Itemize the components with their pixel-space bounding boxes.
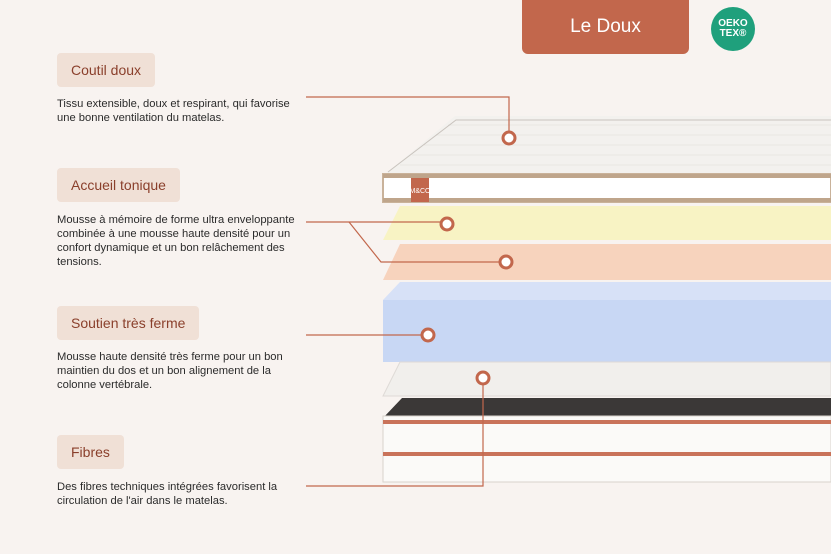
oeko-text: OEKO (718, 18, 748, 29)
support-foam-layer (383, 282, 831, 362)
layer-description-soutien: Mousse haute densité très ferme pour un … (57, 351, 283, 391)
layer-markers (420, 130, 517, 386)
top-cover-layer: M&CO (382, 116, 831, 203)
brand-tag-text: M&CO (410, 188, 432, 195)
mattress-base (382, 398, 831, 483)
fibres-layer (382, 361, 831, 397)
layer-title: Fibres (71, 444, 110, 460)
oeko-tex-badge: OEKO TEX® (711, 7, 755, 51)
layer-label-fibres: Fibres (57, 435, 124, 469)
tex-text: TEX® (719, 28, 747, 39)
product-name-tab: Le Doux (522, 0, 689, 54)
layer-label-coutil: Coutil doux (57, 53, 156, 87)
layer-description-accueil: Mousse à mémoire de forme ultra envelopp… (57, 214, 295, 268)
high-density-foam-layer (383, 244, 831, 280)
marker-fibres (475, 370, 491, 386)
layer-label-accueil: Accueil tonique (57, 168, 180, 202)
layer-title: Coutil doux (71, 62, 142, 78)
product-name: Le Doux (570, 16, 641, 37)
brand-tag (411, 178, 429, 202)
layer-description-fibres: Des fibres techniques intégrées favorise… (57, 481, 278, 507)
layer-title: Accueil tonique (71, 177, 166, 193)
memory-foam-layer (383, 206, 831, 240)
marker-coutil (501, 130, 517, 146)
marker-hd-foam (498, 254, 514, 270)
connector-lines (306, 96, 510, 487)
marker-support (420, 327, 436, 343)
layer-label-soutien: Soutien très ferme (57, 306, 200, 340)
layer-title: Soutien très ferme (71, 315, 186, 331)
layer-description-coutil: Tissu extensible, doux et respirant, qui… (57, 98, 290, 124)
marker-memory-foam (439, 216, 455, 232)
